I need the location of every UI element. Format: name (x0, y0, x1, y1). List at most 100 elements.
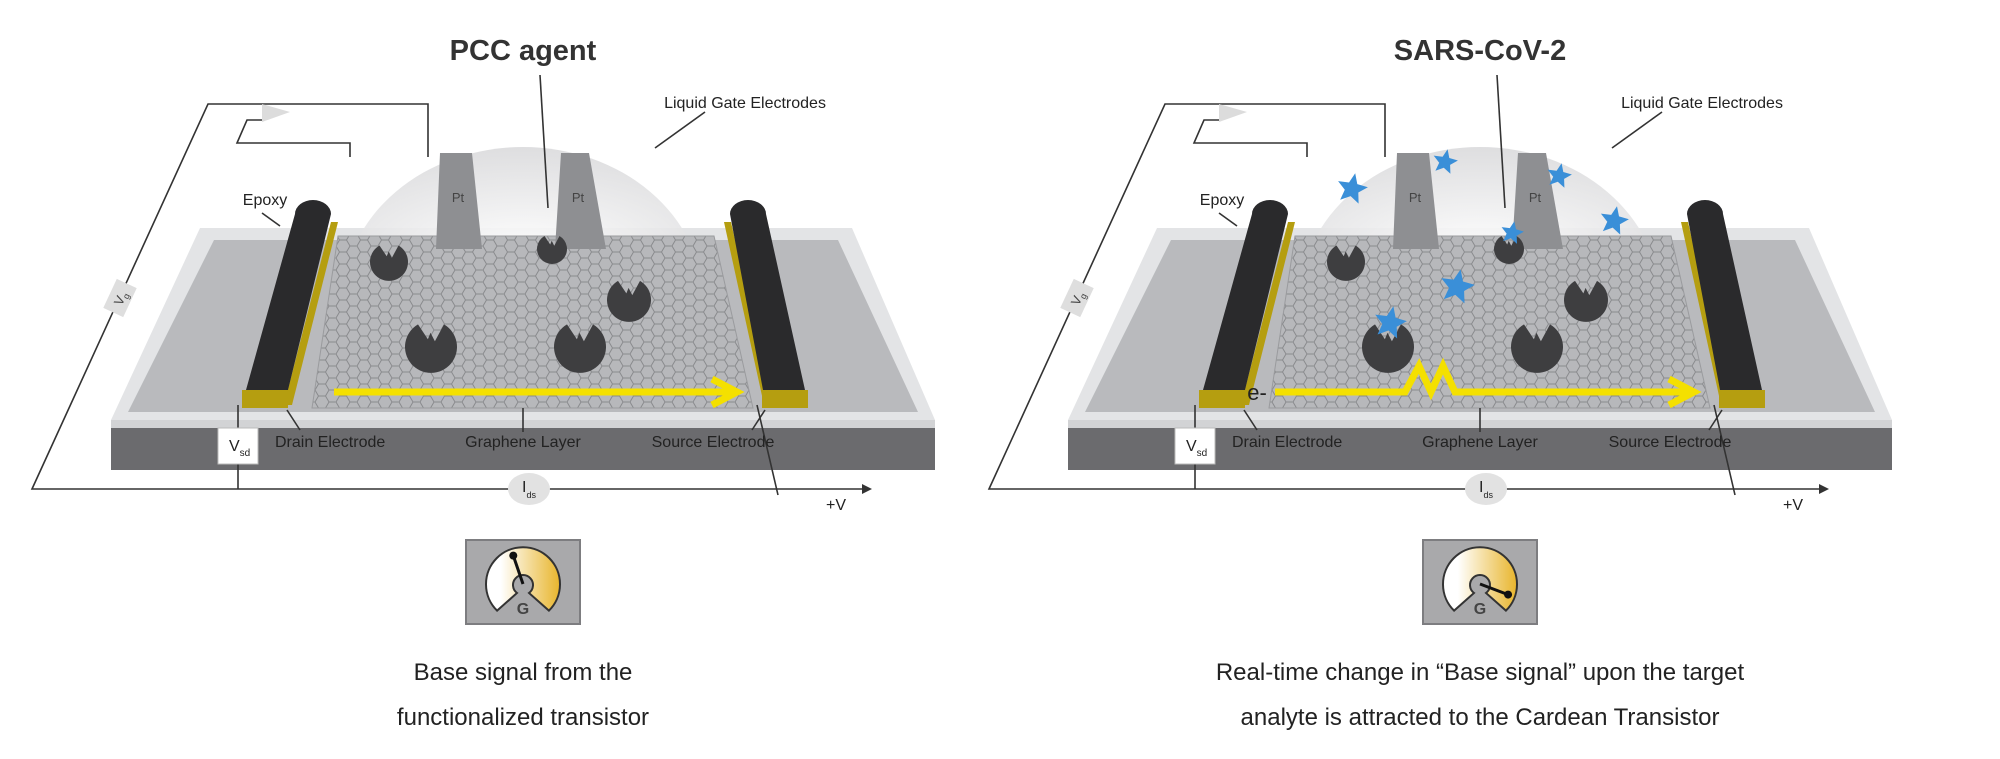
pt-electrode-2 (555, 153, 606, 249)
gauge-needle (1479, 582, 1509, 597)
source-label: Source Electrode (1609, 434, 1732, 451)
vg-label: Vg (111, 289, 132, 309)
epoxy-right (1687, 200, 1762, 390)
circuit-arrow-icon (862, 484, 872, 494)
vsd-main: V (1186, 438, 1197, 455)
gauge-letter: G (517, 601, 529, 618)
plus-v-label: +V (1783, 497, 1803, 514)
liquid-gate-leader (1611, 111, 1663, 149)
gate-arrow-icon (262, 104, 290, 122)
epoxy-left (1203, 200, 1288, 390)
vg-sub: g (121, 292, 132, 301)
virus-star-icon (1501, 221, 1524, 244)
virus-star-icon (1338, 173, 1368, 204)
liquid-gate-label: Liquid Gate Electrodes (664, 95, 826, 112)
epoxy-leader (261, 212, 281, 227)
pt-label-2: Pt (572, 190, 585, 205)
liquid-gate-label: Liquid Gate Electrodes (1621, 95, 1783, 112)
pt-electrode-1 (436, 153, 482, 249)
current-flow-arrow (1275, 357, 1687, 401)
vsd-label: Vsd (1186, 438, 1207, 459)
source-label: Source Electrode (652, 434, 775, 451)
gate-arrow-icon (1219, 104, 1247, 122)
vg-sub: g (1078, 292, 1089, 301)
gauge-letter: G (1474, 601, 1486, 618)
epoxy-label: Epoxy (1200, 192, 1244, 209)
caption-line-2: analyte is attracted to the Cardean Tran… (1241, 704, 1720, 731)
circuit-wire-outer (987, 103, 1827, 490)
ids-bubble (508, 473, 550, 505)
vg-box (103, 278, 137, 318)
drain-label: Drain Electrode (1232, 434, 1342, 451)
analyte-title: SARS-CoV-2 (1394, 35, 1566, 67)
gauge-needle (511, 555, 525, 585)
graphene-label: Graphene Layer (465, 434, 581, 451)
analyte-receptor-icon (1511, 324, 1563, 373)
ids-label: Ids (522, 479, 536, 500)
source-leader (1708, 409, 1723, 431)
analyte-receptor-icon (537, 235, 568, 264)
virus-star-icon (1375, 306, 1407, 339)
ids-label: Ids (1479, 479, 1493, 500)
gauge-dial-icon (1442, 546, 1518, 613)
analyte-receptor-icon (1362, 324, 1414, 373)
vg-label-box: Vg (1060, 278, 1094, 318)
ids-bubble (1465, 473, 1507, 505)
analyte-receptor-icon (1564, 280, 1608, 322)
analyte-receptor-icon (607, 280, 652, 322)
caption-line-1: Real-time change in “Base signal” upon t… (1216, 659, 1745, 686)
vsd-box (1174, 427, 1216, 465)
virus-star-icon (1547, 163, 1572, 188)
liquid-gate-leader (654, 111, 706, 149)
plus-v-label: +V (826, 497, 846, 514)
ids-sub: ds (1483, 490, 1493, 500)
circuit-arrow-icon (1819, 484, 1829, 494)
vg-label-box: Vg (103, 278, 137, 318)
pt-electrode-2 (1512, 153, 1563, 249)
drain-electrode-strip (284, 222, 338, 405)
source-electrode-pad (762, 390, 808, 408)
drain-electrode-pad (1199, 390, 1245, 408)
virus-star-icon (1600, 206, 1629, 235)
drain-electrode-strip (1241, 222, 1295, 405)
pt-electrode-1 (1393, 153, 1439, 249)
virus-star-icon (1441, 269, 1475, 304)
analyte-receptor-icon (554, 324, 606, 373)
vsd-sub: sd (240, 448, 251, 459)
vsd-box (217, 427, 259, 465)
electron-label: e- (1247, 380, 1267, 405)
caption-line-1: Base signal from the (414, 659, 633, 686)
source-leader (751, 409, 766, 431)
source-electrode-pad (1719, 390, 1765, 408)
circuit-wire-outer (30, 103, 870, 490)
epoxy-right (730, 200, 805, 390)
circuit-wire-gate (235, 119, 351, 157)
drain-label: Drain Electrode (275, 434, 385, 451)
drain-leader (1243, 409, 1258, 431)
drain-electrode-pad (242, 390, 288, 408)
drain-leader (286, 409, 301, 431)
analyte-receptor-icon (1327, 245, 1365, 281)
vg-box (1060, 278, 1094, 318)
ids-main: I (1479, 479, 1483, 496)
epoxy-label: Epoxy (243, 192, 287, 209)
epoxy-leader (1218, 212, 1238, 227)
pt-label-1: Pt (1409, 190, 1422, 205)
graphene-label: Graphene Layer (1422, 434, 1538, 451)
analyte-receptor-icon (405, 324, 458, 373)
vsd-sub: sd (1197, 448, 1208, 459)
gauge-needle-tip (509, 551, 518, 560)
ids-main: I (522, 479, 526, 496)
epoxy-left (246, 200, 331, 390)
pt-label-1: Pt (452, 190, 465, 205)
source-wire (756, 404, 779, 496)
title-leader (1496, 74, 1506, 209)
pt-label-2: Pt (1529, 190, 1542, 205)
analyte-title: PCC agent (450, 35, 597, 67)
arrowhead-icon (1667, 375, 1702, 409)
vsd-main: V (229, 438, 240, 455)
circuit-wire-gate (1192, 119, 1308, 157)
